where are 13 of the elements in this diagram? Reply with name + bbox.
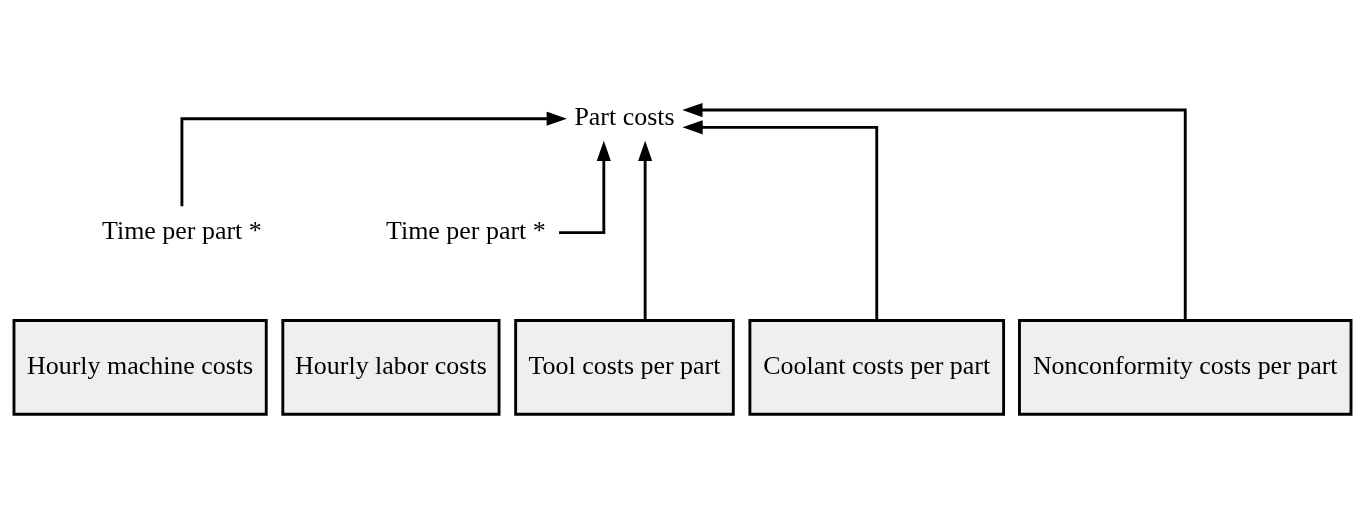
node-text: Time per part * (102, 215, 262, 245)
node-box: Hourly machine costs (12, 319, 268, 416)
node-text: Time per part * (386, 215, 546, 245)
node-text: Part costs (574, 102, 675, 132)
node-box: Tool costs per part (514, 319, 735, 416)
arrow (682, 103, 1187, 321)
node-box: Coolant costs per part (748, 319, 1006, 416)
arrow (559, 140, 611, 235)
arrow (638, 140, 653, 321)
node-box: Nonconformity costs per part (1018, 319, 1353, 416)
node-box: Hourly labor costs (281, 319, 501, 416)
arrow (682, 120, 879, 320)
arrow (180, 111, 567, 207)
